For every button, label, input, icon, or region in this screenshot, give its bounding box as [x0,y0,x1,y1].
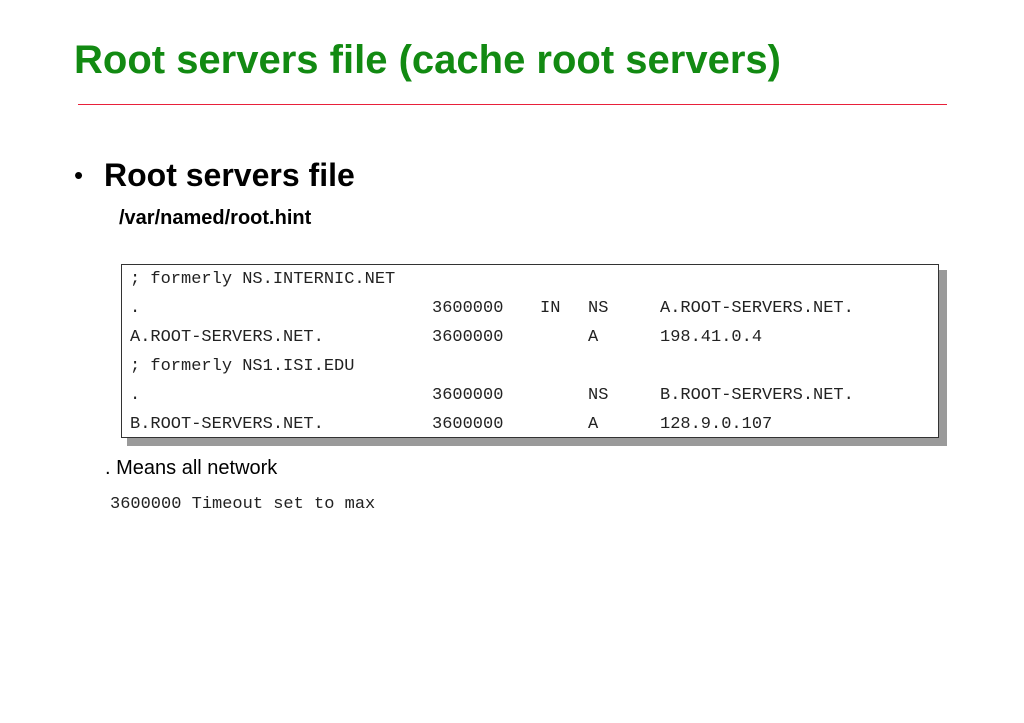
record-data: 128.9.0.107 [660,415,773,434]
record-type: NS [588,386,609,405]
record-class: IN [540,299,561,318]
record-name: B.ROOT-SERVERS.NET. [130,415,324,434]
slide-title: Root servers file (cache root servers) [74,38,781,82]
record-type: A [588,328,599,347]
record-data: B.ROOT-SERVERS.NET. [660,386,854,405]
code-comment: ; formerly NS.INTERNIC.NET [130,270,396,289]
record-ttl: 3600000 [432,415,504,434]
record-name: . [130,386,141,405]
bullet-item: • Root servers file [74,155,355,195]
record-name: A.ROOT-SERVERS.NET. [130,328,324,347]
bullet-text: Root servers file [104,157,355,193]
code-box: ; formerly NS.INTERNIC.NET . 3600000 IN … [121,264,939,438]
record-ttl: 3600000 [432,299,504,318]
record-type: A [588,415,599,434]
file-path: /var/named/root.hint [119,207,312,229]
note-dot-meaning: . Means all network [105,457,278,479]
record-ttl: 3600000 [432,386,504,405]
record-ttl: 3600000 [432,328,504,347]
record-type: NS [588,299,609,318]
code-comment: ; formerly NS1.ISI.EDU [130,357,355,376]
record-data: 198.41.0.4 [660,328,763,347]
record-data: A.ROOT-SERVERS.NET. [660,299,854,318]
record-name: . [130,299,141,318]
title-divider [78,104,947,105]
bullet-marker: • [74,160,84,190]
note-timeout-meaning: 3600000 Timeout set to max [110,495,376,514]
